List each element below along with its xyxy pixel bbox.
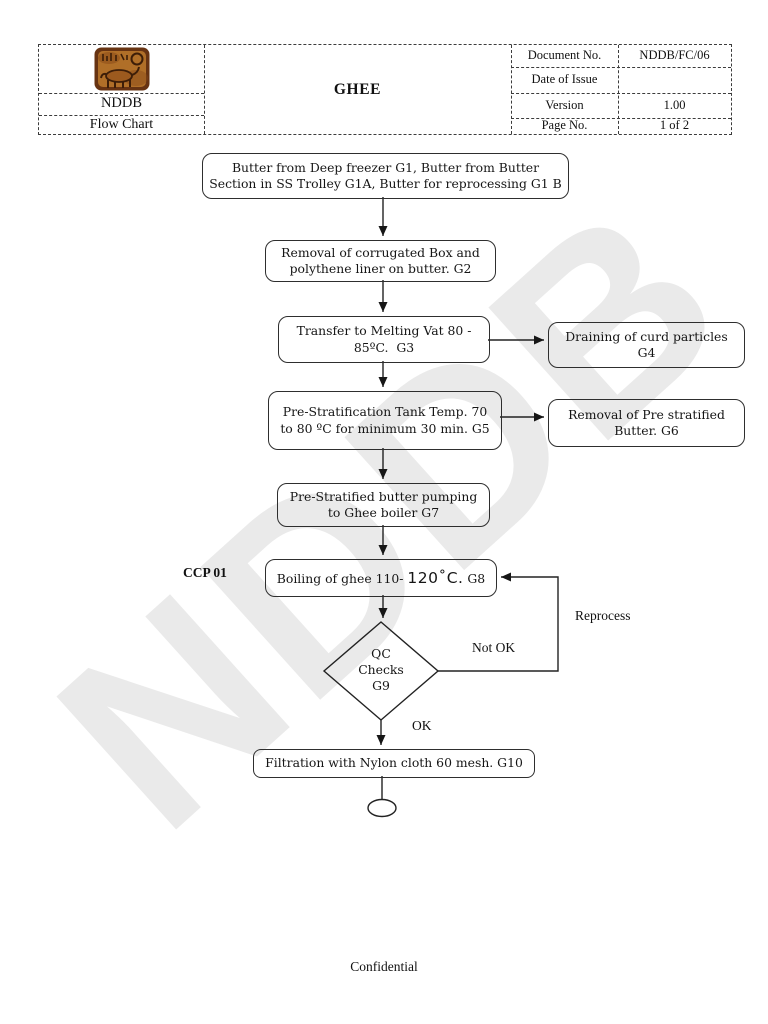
ok-label: OK (412, 718, 432, 733)
table-divider (39, 115, 204, 116)
table-divider (511, 67, 731, 68)
field-label-page-no: Page No. (541, 118, 588, 133)
logo-cell (39, 45, 204, 93)
node-text: Pre-Stratification Tank Temp. 70 (282, 404, 488, 420)
field-value-document-no: NDDB/FC/06 (639, 48, 710, 63)
node-g8-boiling-ghee: Boiling of ghee 110- 120˚C. G8 (265, 559, 497, 597)
org-name: NDDB (100, 95, 143, 112)
node-text: Removal of Pre stratified (568, 406, 725, 422)
table-divider (39, 93, 204, 94)
terminator-ellipse (367, 798, 397, 818)
node-g2-removal-box: Removal of corrugated Box and polythene … (265, 240, 496, 282)
node-text-temperature: 120˚C. (407, 568, 464, 587)
node-g3-melting-vat: Transfer to Melting Vat 80 - 85ºC. G3 (278, 316, 490, 363)
node-g1-butter-sources: Butter from Deep freezer G1, Butter from… (202, 153, 569, 199)
node-text: G9 (372, 677, 390, 693)
table-divider (511, 93, 731, 94)
node-text: Draining of curd particles (565, 328, 728, 344)
node-text: Filtration with Nylon cloth 60 mesh. G10 (265, 755, 523, 771)
node-text: Butter from Deep freezer G1, Butter from… (231, 159, 540, 175)
node-text: Checks (358, 661, 404, 677)
node-text: 85ºC. G3 (353, 339, 415, 355)
node-text: Boiling of ghee 110- 120˚C. G8 (277, 568, 485, 588)
indus-seal-logo-icon (94, 47, 149, 91)
node-text: Pre-Stratified butter pumping (289, 488, 478, 504)
node-text: to Ghee boiler G7 (327, 505, 440, 520)
node-text: Butter. G6 (614, 423, 679, 438)
reprocess-label: Reprocess (575, 608, 631, 623)
not-ok-label: Not OK (472, 640, 516, 655)
table-divider (204, 45, 205, 134)
doc-type: Flow Chart (89, 116, 154, 132)
reprocess-loop-line (438, 572, 559, 672)
node-g7-butter-pumping: Pre-Stratified butter pumping to Ghee bo… (277, 483, 490, 527)
node-g4-draining-curd: Draining of curd particles G4 (548, 322, 745, 368)
node-g10-filtration: Filtration with Nylon cloth 60 mesh. G10 (253, 749, 535, 778)
node-text: polythene liner on butter. G2 (289, 261, 472, 276)
node-text: Removal of corrugated Box and (281, 244, 480, 260)
node-g5-pre-stratification-tank: Pre-Stratification Tank Temp. 70 to 80 º… (268, 391, 502, 450)
field-value-version: 1.00 (663, 97, 686, 112)
node-text: to 80 ºC for minimum 30 min. G5 (280, 420, 490, 436)
decision-diamond (322, 621, 440, 721)
node-g9-qc-checks: QC Checks G9 (324, 646, 438, 694)
field-label-document-no: Document No. (527, 48, 602, 63)
node-text: Transfer to Melting Vat 80 - (296, 323, 472, 339)
field-value-date-of-issue (618, 67, 731, 93)
table-divider (618, 45, 619, 134)
node-text: G8 (463, 570, 486, 586)
page-title: GHEE (333, 80, 382, 98)
ccp-01-label: CCP 01 (183, 565, 227, 580)
field-value-page-no: 1 of 2 (659, 118, 690, 133)
node-text: G4 (637, 345, 656, 360)
node-text: QC (371, 646, 391, 661)
table-divider (511, 118, 731, 119)
table-divider (511, 45, 512, 134)
field-label-version: Version (545, 97, 584, 112)
header-table: NDDB Flow Chart GHEE Document No. NDDB/F… (38, 44, 732, 135)
node-text: Section in SS Trolley G1A, Butter for re… (209, 176, 562, 191)
field-label-date-of-issue: Date of Issue (531, 72, 598, 87)
confidential-footer: Confidential (350, 959, 418, 974)
node-g6-removal-pre-stratified: Removal of Pre stratified Butter. G6 (548, 399, 745, 447)
node-text: Boiling of ghee 110- (276, 570, 408, 586)
